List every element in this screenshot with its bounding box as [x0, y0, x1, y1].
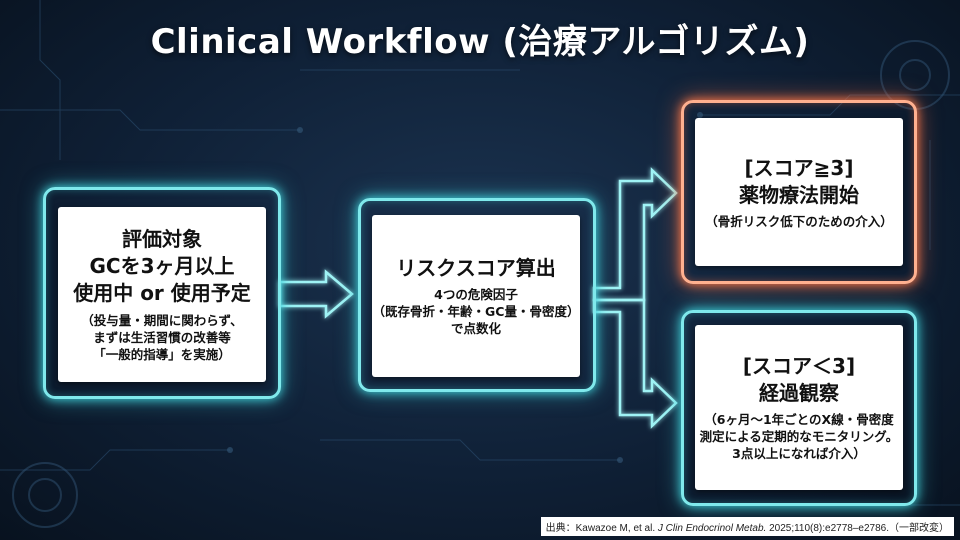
- flow-arrows: [278, 167, 678, 429]
- assessment-note-2: まずは生活習慣の改善等: [93, 330, 231, 345]
- citation-journal: J Clin Endocrinol Metab.: [657, 523, 767, 534]
- treatment-note: （骨折リスク低下のための介入）: [705, 213, 893, 229]
- frame-treatment: [681, 100, 917, 284]
- frame-observation: [681, 310, 917, 506]
- assessment-heading-1: 評価対象: [122, 227, 202, 251]
- page-title: Clinical Workflow (治療アルゴリズム): [150, 22, 810, 62]
- observation-heading-2: 経過観察: [759, 381, 839, 405]
- assessment-note-1: （投与量・期間に関わらず、: [81, 313, 243, 328]
- arrow-branch-bottom: [592, 298, 678, 429]
- observation-heading-1: [スコア＜3]: [742, 354, 856, 378]
- treatment-heading-2: 薬物療法開始: [739, 182, 859, 207]
- risk-score-note-1: 4つの危険因子: [434, 287, 518, 302]
- card-treatment: [スコア≧3] 薬物療法開始 （骨折リスク低下のための介入）: [695, 118, 903, 266]
- observation-note-3: 3点以上になれば介入）: [732, 446, 866, 461]
- card-assessment: 評価対象 GCを3ヶ月以上 使用中 or 使用予定 （投与量・期間に関わらず、 …: [58, 207, 266, 382]
- assessment-heading-3: 使用中 or 使用予定: [73, 281, 251, 305]
- frame-risk-score: [358, 198, 596, 392]
- citation-suffix: 2025;110(8):e2778–e2786.（一部改変）: [766, 523, 949, 534]
- frame-assessment: [43, 187, 281, 399]
- card-risk-score: リスクスコア算出 4つの危険因子 （既存骨折・年齢・GC量・骨密度） で点数化: [372, 215, 580, 377]
- card-observation: [スコア＜3] 経過観察 （6ヶ月〜1年ごとのX線・骨密度 測定による定期的なモ…: [695, 325, 903, 490]
- assessment-heading-2: GCを3ヶ月以上: [89, 254, 235, 278]
- arrow-branch-top: [592, 167, 678, 302]
- citation: 出典：Kawazoe M, et al. J Clin Endocrinol M…: [540, 517, 954, 536]
- risk-score-heading: リスクスコア算出: [396, 256, 556, 280]
- assessment-note-3: 「一般的指導」を実施）: [93, 347, 231, 362]
- risk-score-note-3: で点数化: [450, 321, 501, 336]
- arrow-box1-to-box2: [278, 269, 354, 319]
- risk-score-note-2: （既存骨折・年齢・GC量・骨密度）: [372, 304, 580, 319]
- treatment-heading-1: [スコア≧3]: [744, 155, 854, 180]
- observation-note-1: （6ヶ月〜1年ごとのX線・骨密度: [704, 412, 894, 427]
- citation-prefix: 出典：Kawazoe M, et al.: [545, 523, 658, 534]
- observation-note-2: 測定による定期的なモニタリング。: [699, 429, 899, 444]
